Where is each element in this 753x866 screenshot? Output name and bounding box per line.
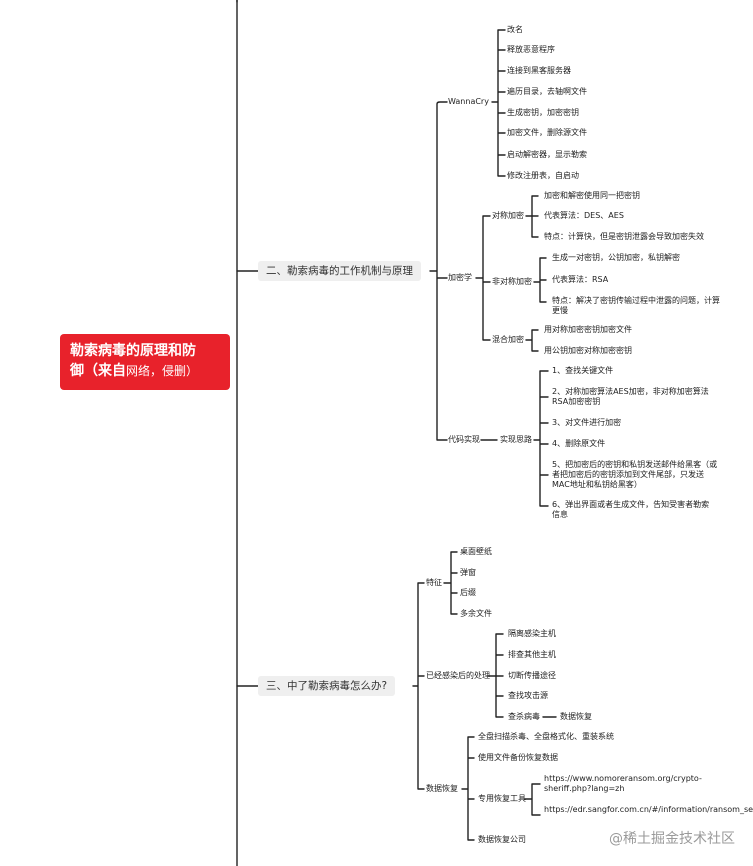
node-features[interactable]: 特征 [426, 578, 442, 587]
infected-item[interactable]: 排查其他主机 [508, 650, 556, 659]
wannacry-item[interactable]: 遍历目录，去轴啊文件 [507, 87, 587, 96]
approach-item[interactable]: 2、对称加密算法AES加密，非对称加密算法RSA加密密钥 [552, 387, 709, 406]
hybrid-item[interactable]: 用公钥加密对称加密密钥 [544, 346, 632, 355]
node-wannacry[interactable]: WannaCry [448, 97, 489, 106]
infected-item[interactable]: 查杀病毒 [508, 712, 540, 721]
feature-item[interactable]: 多余文件 [460, 609, 492, 618]
wannacry-item[interactable]: 启动解密器，显示勒索 [507, 150, 587, 159]
asymmetric-item[interactable]: 特点：解决了密钥传输过程中泄露的问题，计算更慢 [552, 296, 720, 315]
infected-item[interactable]: 隔离感染主机 [508, 629, 556, 638]
root-title-line1: 勒索病毒的原理和防 [70, 343, 196, 359]
symmetric-item[interactable]: 代表算法：DES、AES [544, 211, 624, 220]
infected-item[interactable]: 查找攻击源 [508, 691, 548, 700]
wannacry-item[interactable]: 加密文件，删除源文件 [507, 128, 587, 137]
approach-item[interactable]: 5、把加密后的密钥和私钥发送邮件给黑客（或者把加密后的密钥添加到文件尾部，只发送… [552, 460, 718, 489]
approach-item[interactable]: 3、对文件进行加密 [552, 418, 622, 427]
wannacry-item[interactable]: 连接到黑客服务器 [507, 66, 571, 75]
feature-item[interactable]: 后缀 [460, 588, 476, 597]
wannacry-item[interactable]: 生成密钥，加密密钥 [507, 108, 579, 117]
recovery-tool-link[interactable]: https://www.nomoreransom.org/crypto-sher… [544, 774, 702, 793]
node-approach[interactable]: 实现思路 [500, 435, 532, 444]
wannacry-item[interactable]: 修改注册表，自启动 [507, 171, 579, 180]
infected-item[interactable]: 切断传播途径 [508, 671, 556, 680]
recovery-item[interactable]: 数据恢复公司 [478, 835, 526, 844]
hybrid-item[interactable]: 用对称加密密钥加密文件 [544, 325, 632, 334]
asymmetric-item[interactable]: 生成一对密钥，公钥加密，私钥解密 [552, 253, 680, 262]
kill-next-item[interactable]: 数据恢复 [560, 712, 592, 721]
branch-what-to-do[interactable]: 三、中了勒索病毒怎么办? [258, 676, 396, 696]
node-hybrid[interactable]: 混合加密 [492, 335, 524, 344]
node-infected[interactable]: 已经感染后的处理 [426, 671, 490, 680]
asymmetric-item[interactable]: 代表算法：RSA [552, 275, 609, 284]
wannacry-item[interactable]: 释放恶意程序 [507, 45, 555, 54]
feature-item[interactable]: 桌面壁纸 [460, 547, 492, 556]
approach-item[interactable]: 4、删除原文件 [552, 439, 606, 448]
node-symmetric[interactable]: 对称加密 [492, 211, 524, 220]
symmetric-item[interactable]: 加密和解密使用同一把密钥 [544, 191, 640, 200]
approach-item[interactable]: 1、查找关键文件 [552, 366, 614, 375]
node-code-impl[interactable]: 代码实现 [448, 435, 480, 444]
branch-working-mechanism[interactable]: 二、勒索病毒的工作机制与原理 [258, 261, 421, 281]
wannacry-item[interactable]: 改名 [507, 25, 523, 34]
recovery-tool-link[interactable]: https://edr.sangfor.com.cn/#/information… [544, 805, 753, 814]
recovery-item[interactable]: 使用文件备份恢复数据 [478, 753, 558, 762]
node-asymmetric[interactable]: 非对称加密 [492, 277, 532, 286]
recovery-item[interactable]: 全盘扫描杀毒、全盘格式化、重装系统 [478, 732, 614, 741]
watermark: @稀土掘金技术社区 [609, 831, 735, 847]
approach-item[interactable]: 6、弹出界面或者生成文件，告知受害者勒索信息 [552, 500, 710, 519]
node-recovery[interactable]: 数据恢复 [426, 784, 458, 793]
node-cryptography[interactable]: 加密学 [448, 273, 472, 282]
node-recovery-tools[interactable]: 专用恢复工具 [478, 794, 526, 803]
symmetric-item[interactable]: 特点：计算快，但是密钥泄露会导致加密失效 [544, 232, 704, 241]
feature-item[interactable]: 弹窗 [460, 568, 476, 577]
root-node[interactable]: 勒索病毒的原理和防 御（来自网络，侵删） [60, 334, 230, 390]
root-title-line2: 御（来自网络，侵删） [70, 363, 199, 379]
